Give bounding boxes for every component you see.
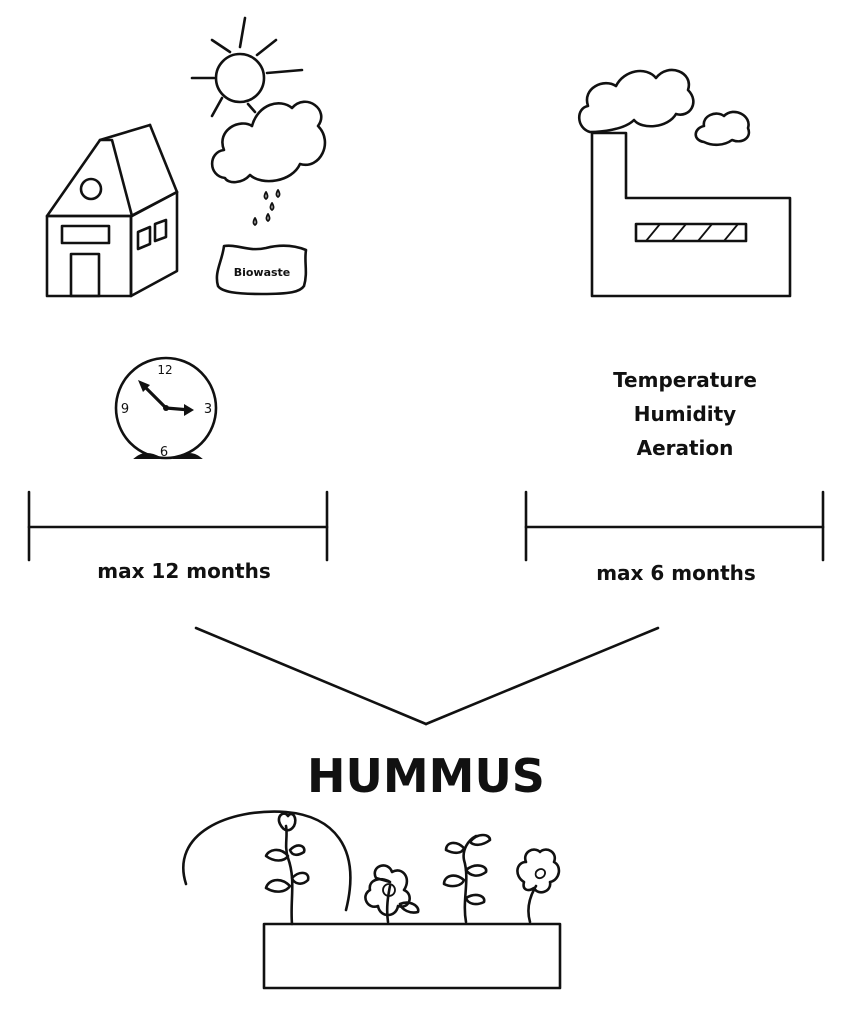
planter-icon [182,810,562,990]
biowaste-pile-icon: Biowaste [215,244,308,296]
clock-icon: 12 3 6 9 [114,356,218,460]
sun-icon [190,16,304,118]
factory-icon [590,131,792,298]
smoke-cloud-icon [577,68,751,147]
factor-aeration: Aeration [637,436,734,460]
clock-numeral-12: 12 [157,363,172,377]
clock-numeral-3: 3 [204,402,212,417]
result-title: HUMMUS [307,749,545,803]
right-duration-bracket: max 6 months [524,490,825,585]
convergence-arrow [194,626,660,726]
clock-numeral-6: 6 [160,445,168,460]
left-duration-bracket: max 12 months [27,490,329,583]
biowaste-label: Biowaste [234,266,291,279]
factor-humidity: Humidity [634,402,736,426]
right-duration-label: max 6 months [596,561,756,585]
process-factors: Temperature Humidity Aeration [613,368,757,460]
factor-temperature: Temperature [613,368,757,392]
rain-cloud-icon [210,100,327,226]
left-duration-label: max 12 months [97,559,271,583]
clock-numeral-9: 9 [121,402,129,417]
house-icon [45,123,179,298]
